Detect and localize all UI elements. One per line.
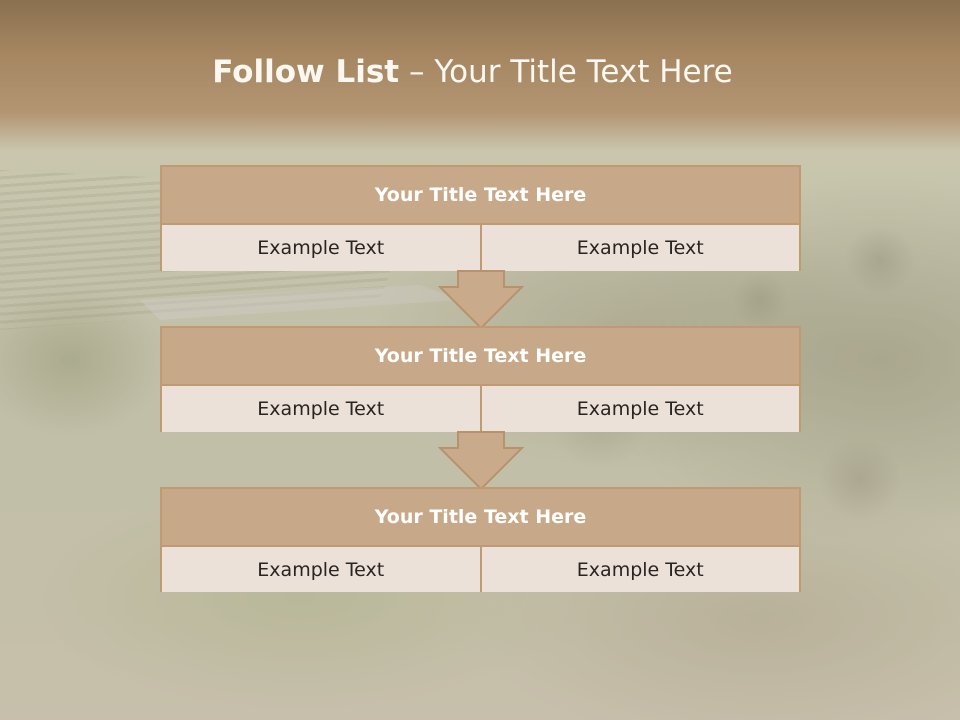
block-title: Your Title Text Here (162, 489, 799, 547)
slide-title: Follow List – Your Title Text Here (0, 54, 945, 90)
block-right-text: Example Text (479, 225, 799, 271)
title-band (0, 0, 960, 150)
list-block-1: Your Title Text Here Example Text Exampl… (160, 165, 801, 271)
down-arrow-icon (438, 270, 524, 330)
list-block-2: Your Title Text Here Example Text Exampl… (160, 326, 801, 432)
down-arrow-icon (438, 431, 524, 491)
block-left-text: Example Text (162, 225, 480, 271)
block-left-text: Example Text (162, 386, 480, 432)
slide-title-rest: – Your Title Text Here (399, 54, 733, 90)
block-title: Your Title Text Here (162, 328, 799, 386)
block-right-text: Example Text (479, 547, 799, 592)
block-right-text: Example Text (479, 386, 799, 432)
slide-title-bold: Follow List (212, 54, 400, 90)
block-title: Your Title Text Here (162, 167, 799, 225)
list-block-3: Your Title Text Here Example Text Exampl… (160, 487, 801, 592)
block-left-text: Example Text (162, 547, 480, 592)
